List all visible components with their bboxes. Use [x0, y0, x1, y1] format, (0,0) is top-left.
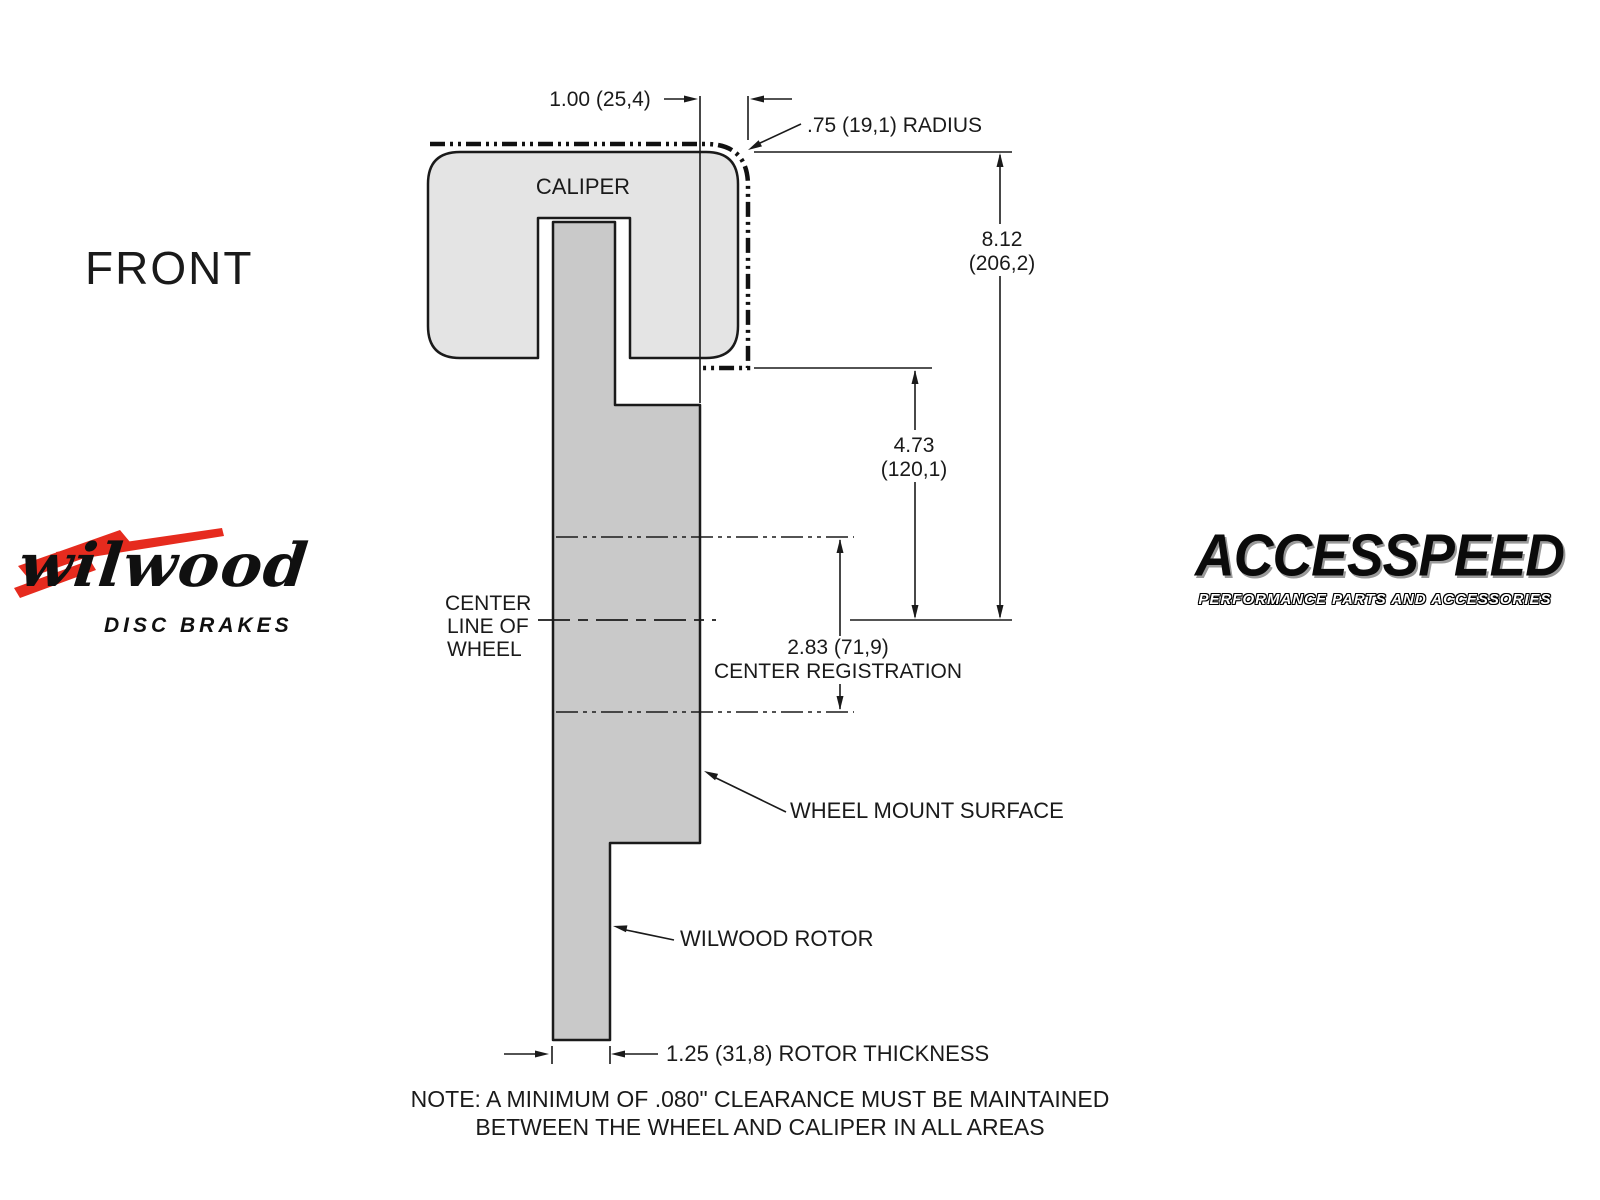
arrowhead [684, 95, 698, 103]
rotor [551, 220, 854, 1042]
wilwood-logo: wilwood DISC BRAKES [12, 522, 322, 647]
arrowhead [996, 153, 1004, 167]
centerline-wheel: CENTER LINE OF WHEEL [445, 592, 716, 661]
wilwood-wordmark: wilwood [15, 531, 312, 601]
view-label-front: FRONT [85, 242, 253, 294]
rotor-cross-section [551, 220, 702, 1042]
arrowhead [836, 696, 844, 710]
wilwood-tagline: DISC BRAKES [104, 614, 293, 637]
dim-overall-height-mm: (206,2) [969, 252, 1036, 275]
arrowhead [748, 140, 762, 150]
red-brush-stroke [56, 528, 224, 562]
wheel-mount-surface-label: WHEEL MOUNT SURFACE [790, 798, 1064, 823]
centerline-label-2: LINE OF [447, 615, 529, 638]
red-brush-stroke [14, 560, 96, 598]
leader-line [713, 776, 787, 813]
dim-mount-to-center-in: 4.73 [894, 434, 935, 457]
label-mask [868, 430, 962, 482]
dim-center-registration: 2.83 (71,9) CENTER REGISTRATION [702, 539, 974, 710]
arrowhead [911, 370, 919, 384]
accesspeed-wordmark: ACCESSPEED [1195, 521, 1565, 589]
arrowhead [836, 539, 844, 553]
arrowhead [613, 925, 628, 933]
dim-center-registration-value: 2.83 (71,9) [787, 636, 889, 659]
accesspeed-tagline: PERFORMANCE PARTS AND ACCESSORIES [1198, 591, 1552, 608]
caliper: CALIPER [426, 150, 740, 360]
accesspeed-logo: ACCESSPEED PERFORMANCE PARTS AND ACCESSO… [1195, 521, 1565, 636]
note-line-1: NOTE: A MINIMUM OF .080" CLEARANCE MUST … [411, 1086, 1110, 1112]
wilwood-rotor-label: WILWOOD ROTOR [680, 926, 874, 951]
arrowhead [611, 1050, 625, 1058]
dim-mount-to-center-mm: (120,1) [881, 458, 948, 481]
callout-wheel-mount-surface: WHEEL MOUNT SURFACE [704, 771, 1064, 823]
arrowhead [704, 771, 719, 781]
dim-overall-height-in: 8.12 [982, 228, 1023, 251]
dim-overall-height: 8.12 (206,2) [754, 151, 1050, 621]
dim-radius: .75 (19,1) RADIUS [748, 114, 982, 150]
leader-line [625, 929, 675, 941]
wilwood-swoosh-strokes [14, 528, 224, 598]
arrowhead [535, 1050, 549, 1058]
caliper-label: CALIPER [536, 174, 630, 199]
dim-mount-to-center: 4.73 (120,1) [754, 367, 962, 619]
clearance-note: NOTE: A MINIMUM OF .080" CLEARANCE MUST … [411, 1086, 1110, 1140]
dim-rotor-thickness-label: 1.25 (31,8) ROTOR THICKNESS [666, 1041, 989, 1066]
dim-rotor-thickness: 1.25 (31,8) ROTOR THICKNESS [504, 1041, 989, 1066]
leader-line [757, 123, 802, 145]
label-mask [956, 224, 1050, 276]
centerline-label-3: WHEEL [447, 638, 522, 661]
clearance-boundary-outline [430, 141, 751, 371]
label-mask [702, 636, 974, 684]
centerline-label-1: CENTER [445, 592, 531, 615]
dim-caliper-offset-value: 1.00 (25,4) [549, 88, 651, 111]
clearance-boundary [430, 141, 751, 371]
arrowhead [911, 605, 919, 619]
dim-caliper-offset: 1.00 (25,4) [549, 88, 792, 403]
dim-radius-value: .75 (19,1) RADIUS [807, 114, 982, 137]
arrowhead [996, 605, 1004, 619]
note-line-2: BETWEEN THE WHEEL AND CALIPER IN ALL ARE… [475, 1114, 1044, 1140]
caliper-body [426, 150, 740, 360]
callout-wilwood-rotor: WILWOOD ROTOR [613, 925, 874, 951]
dim-center-registration-label: CENTER REGISTRATION [714, 660, 962, 683]
arrowhead [750, 95, 764, 103]
